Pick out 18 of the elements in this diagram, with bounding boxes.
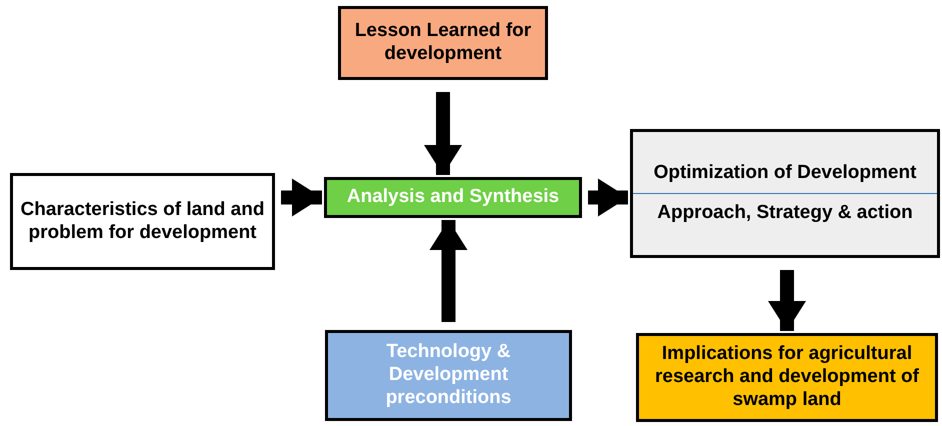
output-box (630, 129, 940, 258)
process-box (324, 177, 582, 218)
block-arrow (281, 178, 322, 216)
box-subtitle: Approach, Strategy & action (656, 202, 914, 225)
box-title: Lesson Learned for development (354, 20, 532, 66)
block-arrow (768, 270, 806, 331)
block-arrow (588, 178, 628, 216)
input-box (325, 330, 572, 421)
box-title: Implications for agricultural research and development of swamp land (654, 343, 920, 412)
block-arrow (430, 220, 468, 322)
box-title: Optimization of Development (652, 162, 918, 185)
block-arrow (424, 92, 462, 175)
box-title: Technology & Development preconditions (384, 341, 512, 410)
process-box (338, 6, 548, 80)
box-title: Analysis and Synthesis (346, 186, 560, 209)
box-title: Characteristics of land and problem for development (20, 198, 266, 244)
input-box (10, 173, 275, 270)
result-box (636, 333, 938, 422)
